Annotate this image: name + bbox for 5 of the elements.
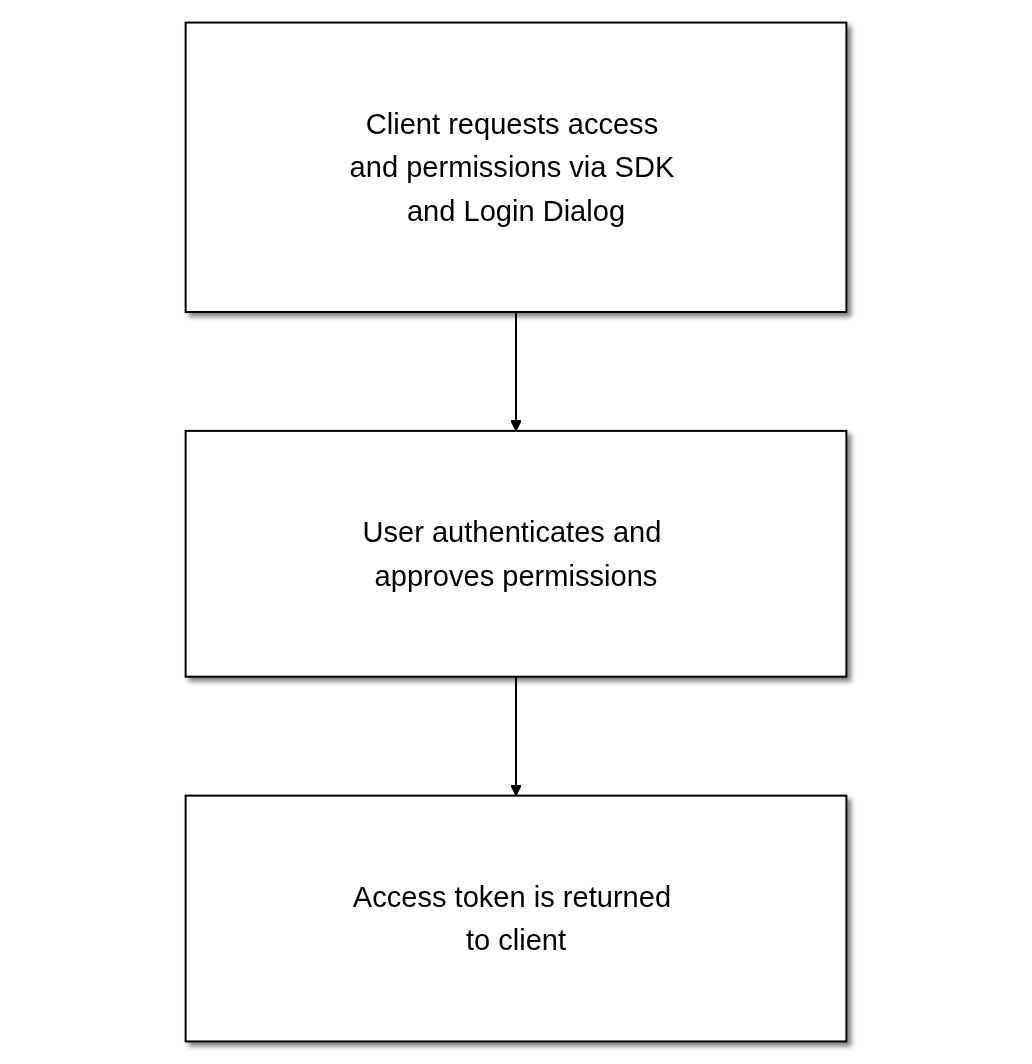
arrow: [510, 675, 522, 797]
node-box: Access token is returned to client: [184, 794, 848, 1043]
node-box: User authenticates and approves permissions: [184, 429, 848, 678]
arrow: [510, 311, 522, 432]
node-box: Client requests access and permissions via SDK and Login Dialog: [184, 21, 848, 313]
